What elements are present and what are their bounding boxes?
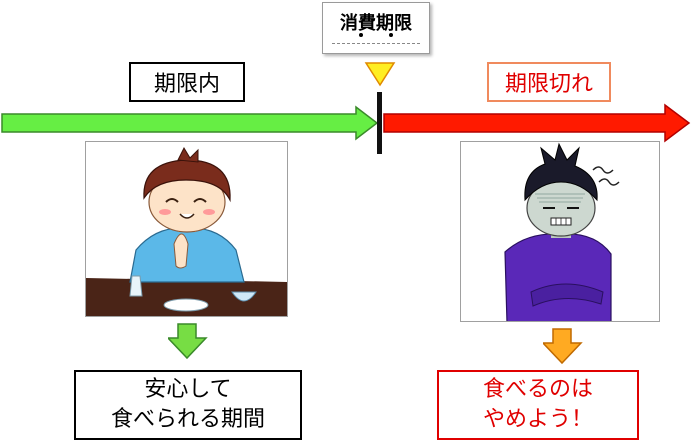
within-period-label: 期限内 (129, 62, 245, 102)
stop-message-line1: 食べるのは (482, 377, 593, 402)
deadline-line (377, 92, 382, 154)
sick-child-image (460, 141, 660, 322)
happy-child-eating-icon (86, 146, 287, 316)
safe-to-eat-message: 安心して 食べられる期間 (74, 370, 302, 440)
deadline-label: 消費期限 (322, 2, 430, 54)
happy-child-image (85, 141, 288, 317)
safe-message-line1: 安心して (144, 377, 232, 402)
sick-child-stomach-ache-icon (504, 142, 620, 321)
deadline-label-text: 消費期限 (340, 12, 412, 34)
within-period-arrow (1, 105, 379, 141)
expired-arrow (383, 103, 691, 143)
deadline-underline (332, 42, 420, 44)
emphasis-dots (359, 32, 393, 37)
deadline-marker-icon (364, 62, 396, 87)
down-arrow-orange-icon (543, 328, 583, 365)
expired-label: 期限切れ (487, 62, 611, 102)
stop-message-line2: やめよう！ (482, 407, 593, 432)
stop-eating-message: 食べるのは やめよう！ (437, 370, 639, 440)
down-arrow-green-icon (168, 323, 208, 360)
timeline (1, 62, 691, 154)
safe-message-line2: 食べられる期間 (110, 407, 265, 432)
